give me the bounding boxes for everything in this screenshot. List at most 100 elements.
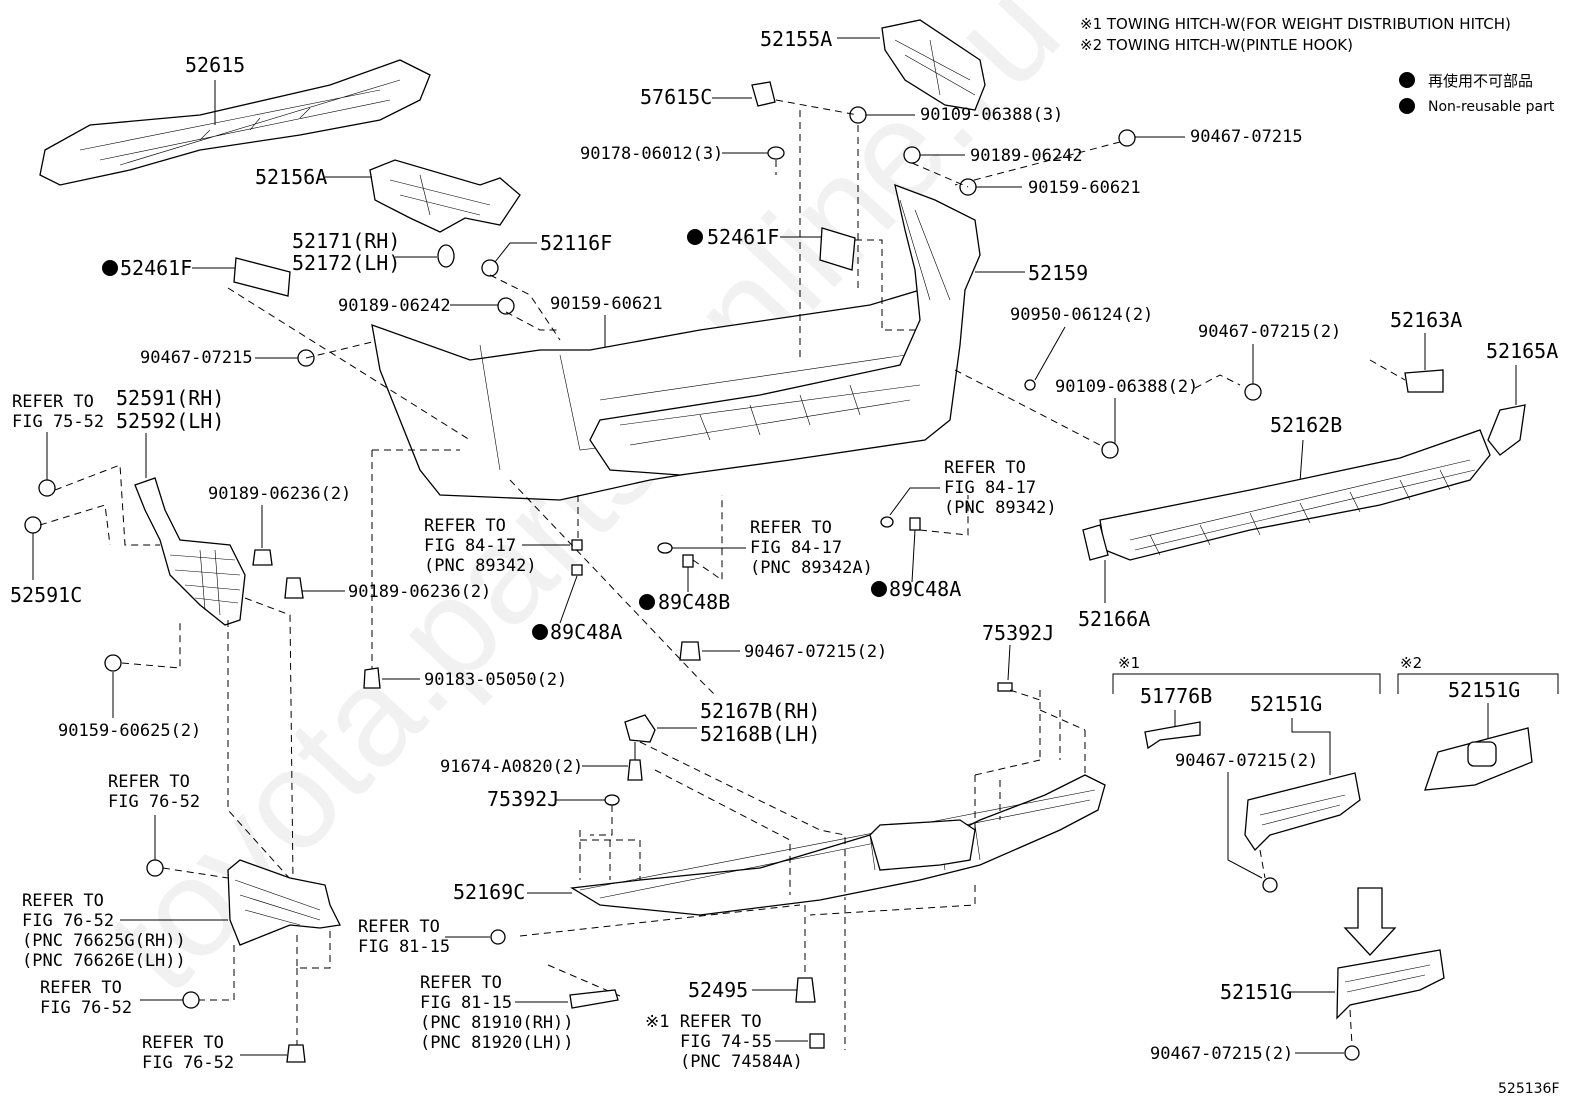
label-52165A: 52165A [1486, 339, 1558, 363]
label-refer-76-52-d1: REFER TO [142, 1033, 224, 1053]
label-refer-76-52-b4: (PNC 76626E(LH)) [22, 951, 186, 971]
reflector-shape [569, 989, 619, 1009]
part-52156A-shape [369, 159, 521, 233]
label-52461F-mid: 52461F [707, 225, 779, 249]
label-90159-60625: 90159-60625(2) [58, 721, 201, 741]
label-75392J-left: 75392J [487, 787, 559, 811]
label-refer-84-17-b2: FIG 84-17 [944, 478, 1036, 498]
label-refer-84-17-c1: REFER TO [750, 518, 832, 538]
label-52155A: 52155A [760, 27, 832, 51]
label-90467-07215-bottom: 90467-07215(2) [1150, 1044, 1293, 1064]
label-90189-06236-b: 90189-06236(2) [348, 582, 491, 602]
label-52592: 52592(LH) [116, 409, 224, 433]
label-refer-75-52-b: FIG 75-52 [12, 412, 104, 432]
label-refer-76-52-b3: (PNC 76625G(RH)) [22, 931, 186, 951]
label-90159-60621-right: 90159-60621 [1028, 178, 1141, 198]
label-52591: 52591(RH) [116, 386, 224, 410]
label-refer-84-17-c2: FIG 84-17 [750, 538, 842, 558]
label-refer-81-15-b1: REFER TO [420, 973, 502, 993]
label-refer-76-52-b1: REFER TO [22, 891, 104, 911]
label-refer-81-15-b2: FIG 81-15 [420, 993, 512, 1013]
label-refer-84-17-c3: (PNC 89342A) [750, 558, 873, 578]
label-refer-76-52-c2: FIG 76-52 [40, 998, 132, 1018]
bracket-57615C [751, 81, 776, 107]
label-refer-81-15-b3: (PNC 81910(RH)) [420, 1013, 574, 1033]
label-52162B: 52162B [1270, 413, 1342, 437]
label-90178-06012: 90178-06012(3) [580, 144, 723, 164]
label-refer-81-15-a2: FIG 81-15 [358, 937, 450, 957]
label-52461F-left: 52461F [120, 256, 192, 280]
label-refer-84-17-a1: REFER TO [424, 516, 506, 536]
part-52169C-shape [570, 774, 1106, 916]
label-refer-76-52-b2: FIG 76-52 [22, 911, 114, 931]
pad-52461F-left [233, 257, 291, 297]
label-90159-60621-left: 90159-60621 [550, 294, 663, 314]
grommet-52171 [437, 244, 455, 268]
label-52495: 52495 [688, 978, 748, 1002]
part-52151G-c-shape [1336, 949, 1445, 1020]
label-75392J-right: 75392J [982, 621, 1054, 645]
note-towing-hitch-2: ※2 TOWING HITCH-W(PINTLE HOOK) [1080, 36, 1353, 54]
label-52168B: 52168B(LH) [700, 722, 820, 746]
figure-id: 525136F [1498, 1081, 1560, 1097]
label-52615: 52615 [185, 53, 245, 77]
label-refer-75-52-a: REFER TO [12, 392, 94, 412]
label-57615C: 57615C [640, 85, 712, 109]
label-refer-84-17-a3: (PNC 89342) [424, 556, 537, 576]
pad-52461F-mid [819, 227, 856, 271]
part-52165A-shape [1487, 404, 1526, 456]
part-52151G-b-shape [1424, 727, 1533, 791]
label-refer-84-17-b3: (PNC 89342) [944, 498, 1057, 518]
label-90109-06388-top: 90109-06388(3) [920, 105, 1063, 125]
bracket-52167B [624, 714, 656, 743]
label-52159: 52159 [1028, 261, 1088, 285]
label-refer-81-15-a1: REFER TO [358, 917, 440, 937]
label-90467-07215-mid: 90467-07215(2) [744, 642, 887, 662]
label-refer-74-55-1: ※1 REFER TO [645, 1012, 762, 1032]
label-mark-1: ※1 [1118, 654, 1140, 672]
label-52591C: 52591C [10, 583, 82, 607]
label-52169C: 52169C [453, 880, 525, 904]
part-mudflap-shape [227, 859, 341, 946]
part-52159-shape [589, 183, 981, 476]
label-90950-06124: 90950-06124(2) [1010, 305, 1153, 325]
label-89C48A-right: 89C48A [889, 577, 961, 601]
part-52591-shape [134, 477, 246, 626]
label-89C48B: 89C48B [658, 590, 730, 614]
part-51776B-shape [1144, 721, 1201, 750]
label-refer-76-52-c1: REFER TO [40, 978, 122, 998]
label-90467-07215-top: 90467-07215 [1190, 127, 1303, 147]
label-89C48A-left: 89C48A [550, 620, 622, 644]
legend-japanese: 再使用不可部品 [1428, 72, 1533, 90]
label-refer-81-15-b4: (PNC 81920(LH)) [420, 1033, 574, 1053]
label-refer-76-52-a2: FIG 76-52 [108, 792, 200, 812]
label-90189-06242-left: 90189-06242 [338, 296, 451, 316]
label-90183-05050: 90183-05050(2) [424, 670, 567, 690]
label-refer-76-52-a1: REFER TO [108, 772, 190, 792]
label-52163A: 52163A [1390, 308, 1462, 332]
note-towing-hitch-1: ※1 TOWING HITCH-W(FOR WEIGHT DISTRIBUTIO… [1080, 15, 1511, 33]
part-52163A-shape [1404, 369, 1444, 393]
label-52172: 52172(LH) [292, 251, 400, 275]
label-90189-06236-a: 90189-06236(2) [208, 484, 351, 504]
label-52171: 52171(RH) [292, 229, 400, 253]
label-52167B: 52167B(RH) [700, 699, 820, 723]
label-90189-06242-right: 90189-06242 [970, 146, 1083, 166]
label-refer-74-55-2: FIG 74-55 [680, 1032, 772, 1052]
label-refer-84-17-b1: REFER TO [944, 458, 1026, 478]
non-reusable-legend-dot [1399, 72, 1415, 88]
bracket-option-1 [1112, 673, 1381, 694]
label-refer-74-55-3: (PNC 74584A) [680, 1052, 803, 1072]
label-52166A: 52166A [1078, 607, 1150, 631]
label-90467-07215-left: 90467-07215 [140, 348, 253, 368]
label-90467-07215-2: 90467-07215(2) [1198, 322, 1341, 342]
part-52615-shape [39, 59, 431, 186]
label-refer-76-52-d2: FIG 76-52 [142, 1053, 234, 1073]
label-51776B: 51776B [1140, 684, 1212, 708]
label-52151G-b: 52151G [1448, 678, 1520, 702]
label-mark-2: ※2 [1400, 654, 1422, 672]
label-90467-07215-box: 90467-07215(2) [1175, 751, 1318, 771]
part-52155A-shape [881, 19, 986, 111]
